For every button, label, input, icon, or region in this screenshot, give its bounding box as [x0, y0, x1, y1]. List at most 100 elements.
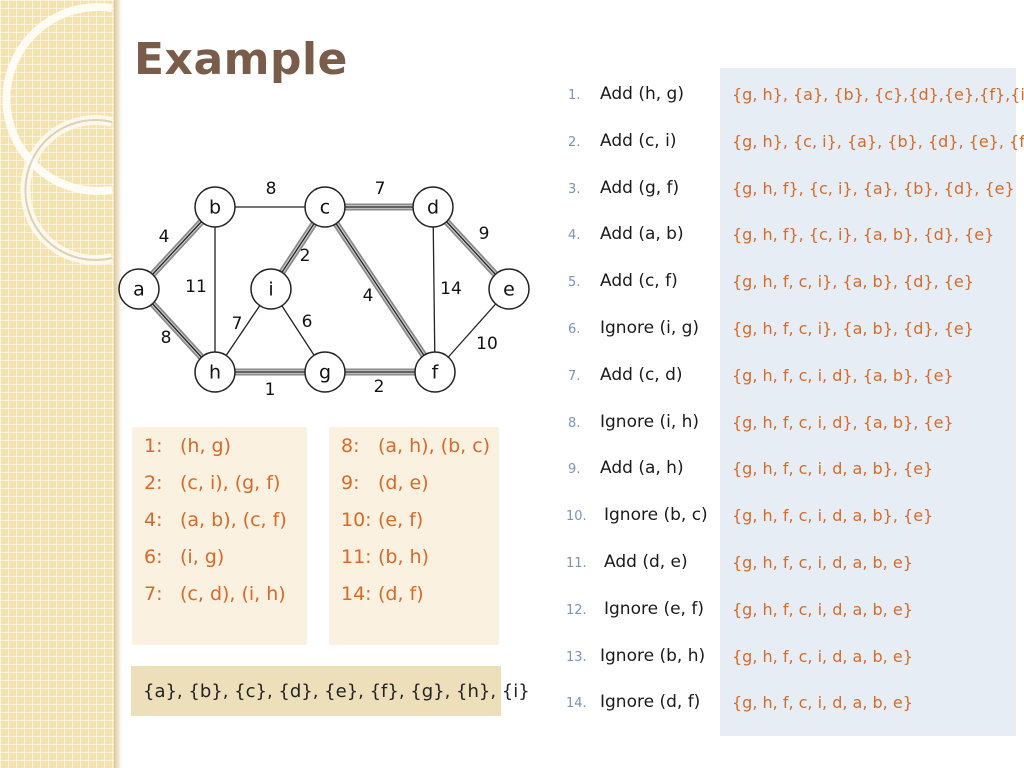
edge-weight-i-g: 6 [302, 312, 313, 332]
node-label-g: g [319, 362, 331, 384]
node-label-b: b [209, 197, 221, 219]
step-sets: {g, h, f, c, i, d, a, b, e} [732, 646, 913, 666]
step-number: 1. [568, 88, 581, 103]
step-sets: {g, h, f}, {c, i}, {a}, {b}, {d}, {e} [732, 178, 1015, 198]
edge-weight-a-h: 8 [161, 328, 172, 348]
edge-weight-a-b: 4 [159, 227, 170, 247]
edge-weight-label: 14: [341, 583, 372, 605]
weight-layer: 4 8 8 11 7 2 4 9 14 10 7 6 1 2 [159, 179, 498, 400]
edge-weight-b-c: 8 [266, 179, 277, 199]
step-action: Ignore (e, f) [604, 598, 704, 619]
node-h: h [194, 351, 236, 393]
step-row: 6.Ignore (i, g){g, h, f, c, i}, {a, b}, … [0, 316, 1024, 346]
step-action: Add (g, f) [600, 177, 680, 198]
edge-list-label: (b, h) [378, 546, 430, 568]
edge-weight-label: 11: [341, 546, 372, 568]
node-a: a [118, 268, 160, 310]
step-action: Ignore (b, h) [600, 645, 706, 666]
step-sets: {g, h, f, c, i, d, a, b}, {e} [732, 459, 934, 479]
edge-weight-h-g: 1 [265, 380, 276, 400]
edge-list-label: (e, f) [378, 509, 424, 531]
step-sets: {g, h, f, c, i, d, a, b}, {e} [732, 506, 934, 526]
step-number: 13. [566, 649, 587, 665]
step-sets: {g, h, f}, {c, i}, {a, b}, {d}, {e} [732, 225, 995, 245]
step-action: Ignore (b, c) [604, 505, 708, 526]
initial-sets-box: {a}, {b}, {c}, {d}, {e}, {f}, {g}, {h}, … [131, 666, 530, 716]
node-f: f [414, 351, 456, 393]
step-number: 8. [568, 415, 581, 431]
edge-d-f [432, 206, 436, 373]
step-action: Add (a, b) [600, 224, 684, 245]
step-sets: {g, h, f, c, i, d, a, b, e} [732, 693, 913, 713]
sets-panel [720, 68, 1016, 736]
node-d: d [412, 186, 454, 228]
step-row: 12.Ignore (e, f){g, h, f, c, i, d, a, b,… [0, 597, 1024, 627]
node-label-h: h [209, 362, 221, 384]
edge-list-label: (d, e) [378, 472, 429, 494]
edge-weight-label: 6: [144, 546, 163, 568]
edge-list-label: (c, i), (g, f) [180, 472, 281, 494]
step-sets: {g, h, f, c, i, d}, {a, b}, {e} [732, 365, 954, 385]
node-label-e: e [503, 279, 515, 301]
step-action: Add (h, g) [600, 84, 684, 104]
step-number: 2. [568, 134, 581, 150]
node-label-i: i [268, 279, 273, 301]
step-row: 5.Add (c, f){g, h, f, c, i}, {a, b}, {d}… [0, 269, 1024, 299]
edge-weight-label: 1: [144, 435, 163, 457]
sorted-edges-box-left: 1:(h, g)2:(c, i), (g, f)4:(a, b), (c, f)… [132, 427, 307, 645]
slide-title: Example [134, 34, 348, 85]
node-label-c: c [320, 197, 330, 219]
node-c: c [304, 186, 346, 228]
step-action: Add (c, i) [600, 130, 677, 151]
step-row: 9.Add (a, h){g, h, f, c, i, d, a, b}, {e… [0, 456, 1024, 486]
step-row: 11.Add (d, e){g, h, f, c, i, d, a, b, e} [0, 550, 1024, 580]
step-action: Ignore (i, g) [600, 318, 700, 338]
node-label-f: f [432, 362, 440, 384]
band-edge-shadow [114, 0, 122, 768]
step-row: 7.Add (c, d){g, h, f, c, i, d}, {a, b}, … [0, 363, 1024, 393]
edge-weight-label: 7: [144, 583, 163, 605]
edge-weight-label: 8: [341, 435, 360, 457]
node-i: i [250, 268, 292, 310]
edge-weight-d-e: 9 [479, 224, 490, 244]
step-number: 14. [566, 696, 587, 712]
step-action: Add (c, f) [600, 271, 678, 292]
step-number: 12. [566, 602, 587, 618]
edge-weight-b-h: 11 [185, 277, 207, 297]
step-row: 1.Add (h, g){g, h}, {a}, {b}, {c},{d},{e… [0, 82, 1024, 112]
step-sets: {g, h}, {c, i}, {a}, {b}, {d}, {e}, {f} [732, 131, 1024, 151]
edge-weight-label: 9: [341, 472, 360, 494]
step-number: 3. [568, 181, 581, 197]
step-sets: {g, h, f, c, i, d, a, b, e} [732, 553, 913, 572]
edge-weight-c-f: 4 [363, 286, 374, 306]
step-row: 10. Ignore (b, c) {g, h, f, c, i, d, a, b}… [0, 503, 1024, 533]
edge-weight-g-f: 2 [374, 377, 385, 397]
edge-list-label: (c, d), (i, h) [180, 583, 286, 605]
step-number: 9. [568, 462, 581, 478]
step-number: 6. [568, 322, 581, 337]
step-action: Ignore (i, h) [600, 411, 700, 432]
step-row: 13. Ignore (b, h) {g, h, f, c, i, d, a, b,… [0, 644, 1024, 674]
edge-weight-d-f: 14 [440, 279, 462, 299]
edge-c-f [321, 203, 439, 376]
edge-weight-label: 4: [144, 509, 163, 531]
step-number: 10. [566, 509, 587, 525]
step-row: 2. Add (c, i) {g, h}, {c, i}, {a}, {b}, {d… [0, 129, 1024, 159]
edge-list-label: (a, h), (b, c) [378, 435, 491, 457]
decorative-rings [2, 3, 114, 265]
step-action: Add (c, d) [600, 364, 683, 385]
step-number: 4. [568, 228, 581, 244]
step-sets: {g, h, f, c, i, d}, {a, b}, {e} [732, 412, 954, 432]
edge-weight-c-d: 7 [375, 179, 386, 199]
step-action: Ignore (d, f) [600, 692, 701, 713]
edge-weight-h-i: 7 [232, 314, 243, 334]
step-row: 14. Ignore (d, f) {g, h, f, c, i, d, a, b,… [0, 690, 1024, 720]
edge-weight-label: 2: [144, 472, 163, 494]
step-number: 11. [566, 556, 587, 571]
step-row: 3. Add (g, f) {g, h, f}, {c, i}, {a}, {b},… [0, 176, 1024, 206]
edge-weight-e-f: 10 [476, 334, 498, 354]
edge-weight-c-i: 2 [300, 246, 311, 266]
step-number: 5. [568, 275, 581, 291]
step-row: 8. Ignore (i, h) {g, h, f, c, i, d}, {a, b… [0, 410, 1024, 440]
graph-diagram: 4 8 8 11 7 2 4 9 14 10 7 6 1 2 a b c d e f g h i [118, 179, 530, 400]
